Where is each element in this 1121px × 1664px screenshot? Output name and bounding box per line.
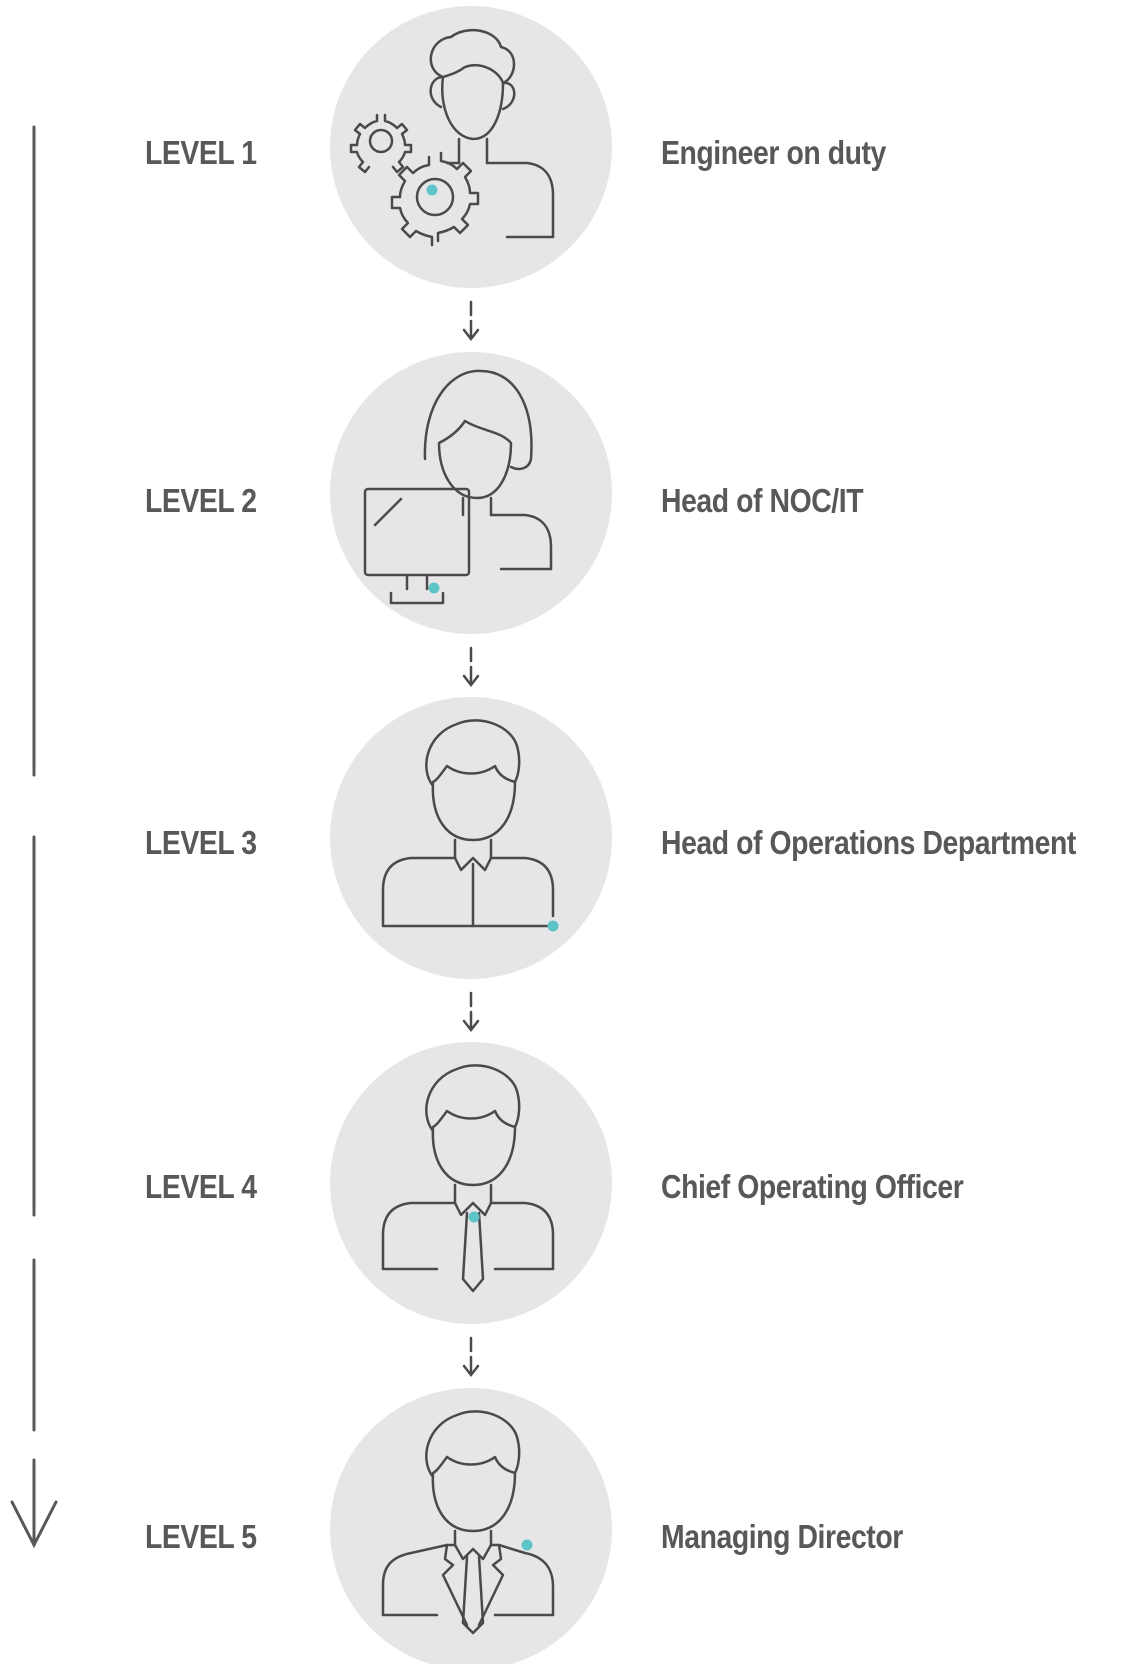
level-label-1: LEVEL 1 — [145, 134, 257, 171]
escalation-bars — [10, 125, 58, 1549]
level-label-5: LEVEL 5 — [145, 1518, 257, 1555]
role-label-3: Head of Operations Department — [661, 824, 1076, 861]
man-collar-icon — [381, 719, 559, 932]
circle-level-2 — [330, 352, 612, 634]
circle-level-5 — [330, 1388, 612, 1664]
man-suit-icon — [381, 1410, 555, 1635]
woman-monitor-icon — [363, 369, 553, 605]
role-label-4: Chief Operating Officer — [661, 1168, 964, 1205]
down-arrow-icon — [10, 1500, 58, 1549]
role-label-1: Engineer on duty — [661, 134, 886, 171]
role-label-2: Head of NOC/IT — [661, 482, 864, 519]
flow-arrow-2 — [462, 646, 480, 688]
man-tie-icon — [381, 1064, 555, 1293]
flow-arrow-1 — [462, 300, 480, 342]
flow-arrows — [462, 300, 480, 1378]
flow-arrow-4 — [462, 1336, 480, 1378]
level-circles — [330, 6, 612, 1664]
flow-arrow-3 — [462, 991, 480, 1033]
circle-level-3 — [330, 697, 612, 979]
level-label-3: LEVEL 3 — [145, 824, 257, 861]
engineer-gears-icon — [349, 29, 555, 247]
role-label-5: Managing Director — [661, 1518, 903, 1555]
circle-level-4 — [330, 1042, 612, 1324]
circle-level-1 — [330, 6, 612, 288]
level-label-4: LEVEL 4 — [145, 1168, 257, 1205]
level-label-2: LEVEL 2 — [145, 482, 257, 519]
